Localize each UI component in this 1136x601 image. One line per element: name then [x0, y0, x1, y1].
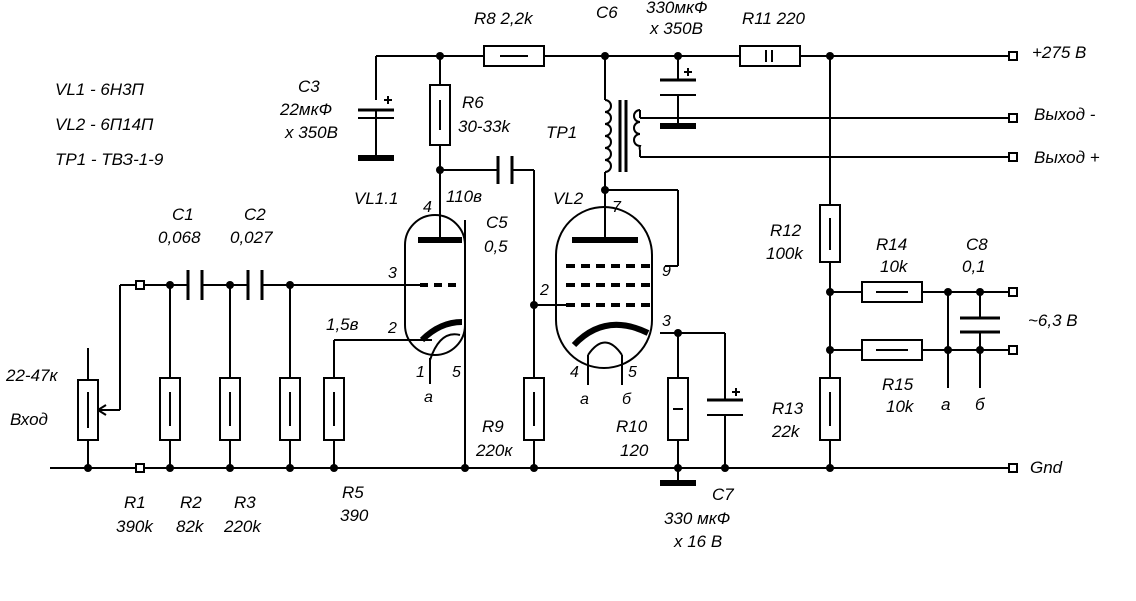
r9-value: 220к	[475, 441, 513, 460]
terminal-input	[135, 280, 145, 290]
vl1-tube	[404, 214, 466, 361]
c2-value: 0,027	[230, 228, 273, 247]
c2-ref: C2	[244, 205, 266, 224]
vl2-pin-cathode: 3	[662, 313, 671, 330]
vl11-ref: VL1.1	[354, 189, 398, 208]
tube-list-vl1: VL1 - 6Н3П	[55, 80, 145, 99]
r11-label: R11 220	[742, 9, 806, 28]
terminal-gnd	[1008, 463, 1018, 473]
c8-capacitor	[960, 316, 1000, 334]
junctions	[84, 52, 984, 472]
c8-ref: C8	[966, 235, 988, 254]
gnd-label: Gnd	[1030, 458, 1063, 477]
terminal-heater-1	[1008, 287, 1018, 297]
tube-list-tr1: ТР1 - ТВЗ-1-9	[55, 150, 164, 169]
vl2-pin-heater2: 5	[628, 364, 637, 381]
labels: VL1 - 6Н3П VL2 - 6П14П ТР1 - ТВЗ-1-9 R8 …	[5, 0, 1100, 551]
c1-value: 0,068	[158, 228, 201, 247]
output-transformer	[604, 99, 642, 176]
r5-value: 390	[340, 506, 369, 525]
c3-value: 22мкФ	[279, 100, 332, 119]
r10-value: 120	[620, 441, 649, 460]
terminal-b-plus	[1008, 51, 1018, 61]
vl2-heater-tag-b: б	[622, 391, 632, 408]
vl1-heater-tag: а	[424, 389, 433, 406]
grid-bias-voltage: 1,5в	[326, 315, 359, 334]
c7-voltage: x 16 В	[673, 532, 722, 551]
r10-ground-bar	[660, 480, 696, 486]
c7-ref: C7	[712, 485, 734, 504]
vl2-ref: VL2	[553, 189, 584, 208]
c7-capacitor	[707, 388, 743, 416]
c5-value: 0,5	[484, 237, 508, 256]
pot-value: 22-47к	[5, 366, 58, 385]
r3-value: 220k	[223, 517, 262, 536]
terminal-input-gnd	[135, 463, 145, 473]
c2-capacitor	[246, 270, 264, 300]
r5-ref: R5	[342, 483, 364, 502]
resistors	[77, 45, 923, 441]
r2-ref: R2	[180, 493, 202, 512]
anode-voltage: 110в	[446, 187, 482, 206]
c3-capacitor	[358, 96, 394, 161]
wires	[50, 55, 1013, 480]
c1-ref: C1	[172, 205, 194, 224]
r10-ref: R10	[616, 417, 648, 436]
r12-ref: R12	[770, 221, 802, 240]
heater-label: ~6,3 В	[1028, 311, 1078, 330]
r13-value: 22k	[771, 422, 801, 441]
c1-capacitor	[186, 270, 204, 300]
out-plus-label: Выход +	[1034, 148, 1100, 167]
vl1-pin-cathode: 2	[387, 320, 397, 337]
r6-ref: R6	[462, 93, 484, 112]
c6-value: 330мкФ	[646, 0, 708, 17]
heater-tap-b: б	[975, 395, 986, 414]
vl2-heater-tag-a: а	[580, 391, 589, 408]
tube-list-vl2: VL2 - 6П14П	[55, 115, 154, 134]
r12-value: 100k	[766, 244, 804, 263]
c6-ref: C6	[596, 3, 618, 22]
vl1-pin-grid: 3	[388, 265, 397, 282]
r1-ref: R1	[124, 493, 146, 512]
c6-voltage: x 350В	[649, 19, 703, 38]
c3-voltage: x 350В	[284, 123, 338, 142]
terminal-out-plus	[1008, 152, 1018, 162]
b-plus-label: +275 В	[1032, 43, 1086, 62]
r2-value: 82k	[176, 517, 205, 536]
heater-tap-a: а	[941, 395, 950, 414]
terminal-heater-2	[1008, 345, 1018, 355]
terminal-out-minus	[1008, 113, 1018, 123]
r3-ref: R3	[234, 493, 256, 512]
c3-ref: C3	[298, 77, 320, 96]
vl2-pin-heater1: 4	[570, 364, 579, 381]
r15-ref: R15	[882, 375, 914, 394]
capacitors	[186, 68, 1000, 486]
r6-value: 30-33k	[458, 117, 511, 136]
r14-ref: R14	[876, 235, 907, 254]
tr1-ref: ТР1	[546, 123, 577, 142]
vl2-tube	[555, 206, 653, 369]
vl2-pin-anode: 7	[612, 199, 622, 216]
c5-capacitor	[496, 156, 514, 184]
c5-ref: C5	[486, 213, 508, 232]
r8-label: R8 2,2k	[474, 9, 534, 28]
r14-value: 10k	[880, 257, 909, 276]
vl2-pin-grid: 2	[539, 282, 549, 299]
vl2-pin-g2: 9	[662, 263, 671, 280]
r13-ref: R13	[772, 399, 804, 418]
c8-value: 0,1	[962, 257, 986, 276]
vl1-pin-heater2: 5	[452, 364, 461, 381]
c6-capacitor	[660, 68, 696, 129]
r1-value: 390k	[116, 517, 154, 536]
terminals	[135, 51, 1018, 473]
r15-value: 10k	[886, 397, 915, 416]
vl1-pin-heater1: 1	[416, 364, 425, 381]
c7-value: 330 мкФ	[664, 509, 730, 528]
vl1-pin-anode: 4	[423, 199, 432, 216]
input-label: Вход	[10, 410, 48, 429]
out-minus-label: Выход -	[1034, 105, 1096, 124]
r9-ref: R9	[482, 417, 504, 436]
r11-resistor	[739, 45, 801, 67]
